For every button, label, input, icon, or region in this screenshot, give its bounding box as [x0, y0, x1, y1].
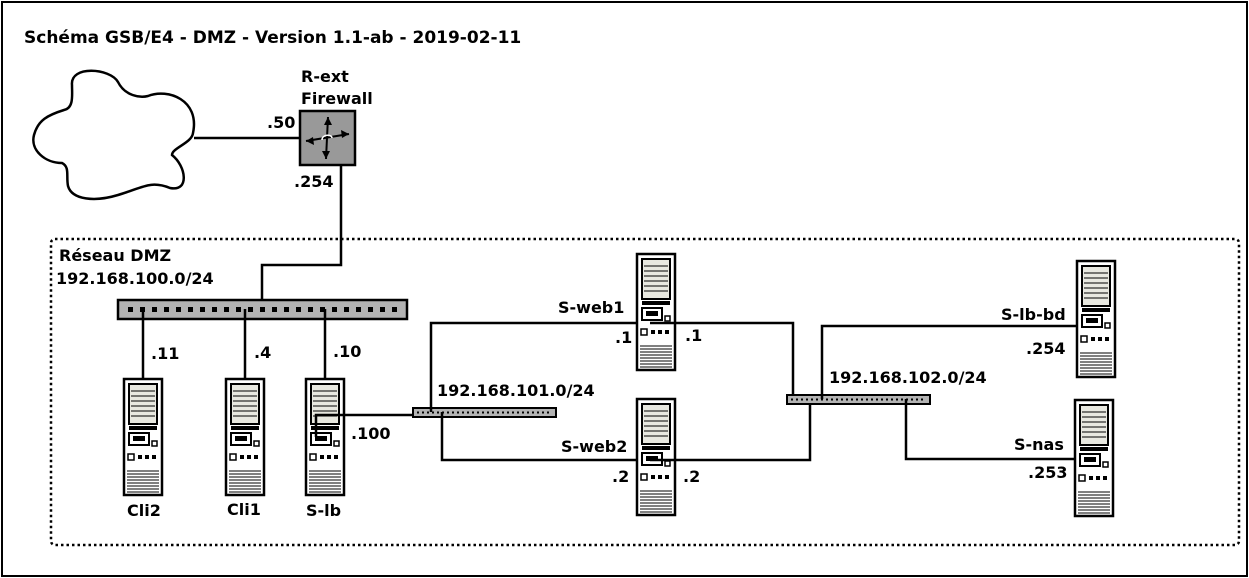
switch-icon[interactable]: [786, 394, 931, 405]
dmz-zone: [49, 237, 1241, 547]
server-tower-icon[interactable]: [122, 377, 164, 497]
router-name-line2: Firewall: [301, 89, 373, 108]
net102-subnet: 192.168.102.0/24: [829, 368, 987, 387]
slb-net101-link: [314, 413, 413, 437]
server-tower-icon[interactable]: [635, 397, 677, 517]
server-tower-icon[interactable]: [304, 377, 346, 497]
router-icon[interactable]: [298, 109, 357, 167]
sweb2-ip-102: .2: [683, 467, 700, 486]
sweb2-ip-101: .2: [612, 467, 629, 486]
net101-sweb2-link: [440, 412, 650, 462]
slbbd-ip: .254: [1026, 339, 1065, 358]
sweb2-net102-link: [650, 398, 812, 462]
net102-snas-link: [904, 399, 1090, 461]
cli1-name: Cli1: [227, 500, 261, 519]
router-ip-wan: .50: [267, 113, 295, 132]
snas-name: S-nas: [1014, 435, 1064, 454]
switch-icon[interactable]: [412, 407, 557, 418]
router-ip-lan: .254: [294, 172, 333, 191]
server-tower-icon[interactable]: [224, 377, 266, 497]
dmz-label: Réseau DMZ: [59, 246, 171, 265]
sweb2-name: S-web2: [561, 437, 627, 456]
sweb1-ip-102: .1: [685, 326, 702, 345]
server-tower-icon[interactable]: [1075, 259, 1117, 379]
slb-ip-101: .100: [351, 424, 390, 443]
dmz-subnet: 192.168.100.0/24: [56, 269, 214, 288]
snas-ip: .253: [1028, 463, 1067, 482]
internet-cloud-icon: [32, 69, 196, 201]
server-tower-icon[interactable]: [635, 252, 677, 372]
slbbd-name: S-lb-bd: [1001, 305, 1066, 324]
router-name-line1: R-ext: [301, 67, 349, 86]
net101-subnet: 192.168.101.0/24: [437, 381, 595, 400]
cli1-ip: .4: [254, 343, 271, 362]
cli2-ip: .11: [151, 344, 179, 363]
sweb1-net102-link: [650, 321, 795, 398]
switch-icon[interactable]: [116, 298, 409, 321]
router-dmz-link: [260, 165, 343, 300]
slb-name: S-lb: [306, 501, 341, 520]
net102-slbbd-link: [820, 322, 1092, 399]
sweb1-ip-101: .1: [615, 328, 632, 347]
cli2-name: Cli2: [127, 501, 161, 520]
slb-ip-dmz: .10: [333, 342, 361, 361]
diagram-title: Schéma GSB/E4 - DMZ - Version 1.1-ab - 2…: [24, 28, 521, 48]
server-tower-icon[interactable]: [1073, 398, 1115, 518]
sweb1-name: S-web1: [558, 298, 624, 317]
